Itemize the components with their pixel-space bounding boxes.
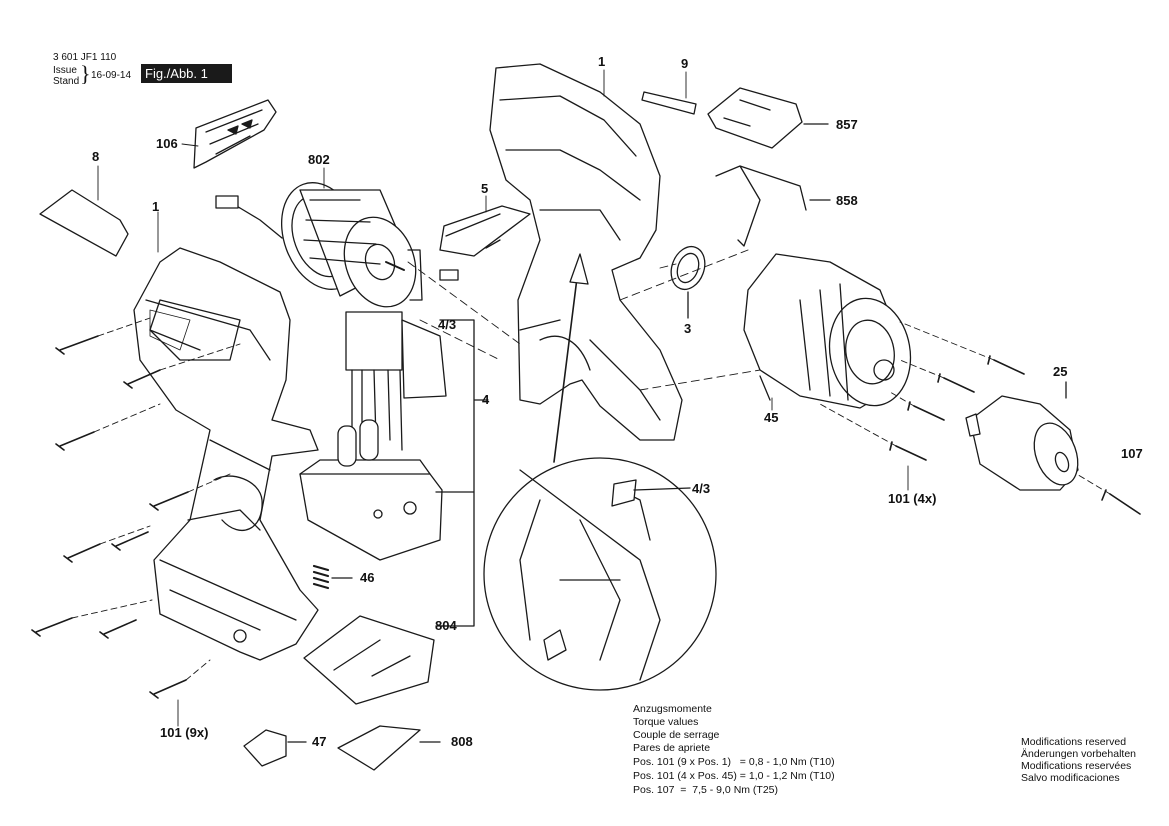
detail-arrow [553,253,589,463]
label-45: 45 [764,410,779,425]
torque-spec-2: Pos. 101 (4 x Pos. 45) = 1,0 - 1,2 Nm (T… [633,770,835,782]
part-5-clip [439,205,531,257]
label-858: 858 [836,193,858,208]
modifications-line-3: Modifications reservées [1021,760,1132,772]
label-5: 5 [481,181,489,196]
part-3-ring [670,245,706,319]
label-101-4x: 101 (4x) [888,491,937,506]
part-45-gearbox [743,253,912,409]
part-47-knob [243,729,307,767]
part-857-slider [707,87,829,149]
screws-right [889,355,1141,515]
screw-dashes-right [819,321,1111,495]
label-808: 808 [451,734,473,749]
torque-line-1: Anzugsmomente [633,703,712,715]
bracket-4 [435,319,489,627]
torque-spec-3: Pos. 107 = 7,5 - 9,0 Nm (T25) [633,784,779,796]
label-857: 857 [836,117,858,132]
detail-circle [483,457,717,691]
label-8: 8 [92,149,100,164]
part-1-housing-right [489,63,683,441]
part-804-board [303,615,449,705]
label-101-9x: 101 (9x) [160,725,209,740]
torque-line-3: Couple de serrage [633,729,720,741]
label-107: 107 [1121,446,1143,461]
part-8-plate [39,189,129,257]
part-9-strip [641,91,697,115]
leader-lines [97,69,909,727]
label-4-3-a: 4/3 [438,317,457,332]
modifications-line-2: Änderungen vorbehalten [1021,748,1137,760]
label-106: 106 [156,136,178,151]
torque-spec-1: Pos. 101 (9 x Pos. 1) = 0,8 - 1,0 Nm (T1… [633,756,835,768]
label-1-top: 1 [598,54,606,69]
label-4-3-b: 4/3 [692,481,711,496]
label-804: 804 [435,618,457,633]
screw-dashes-left [71,317,241,681]
torque-line-4: Pares de apriete [633,742,711,754]
part-25-chuck [965,381,1079,491]
label-1-left: 1 [152,199,160,214]
screws-left [31,335,189,699]
modifications-line-4: Salvo modificaciones [1021,772,1120,784]
part-808-label [337,725,441,771]
modifications-line-1: Modifications reserved [1021,736,1127,748]
part-1-housing-left [133,247,319,661]
label-46: 46 [360,570,375,585]
torque-line-2: Torque values [633,716,699,728]
date: 16-09-14 [91,70,132,81]
assembly-guide-lines [407,249,761,391]
doc-number: 3 601 JF1 110 [53,52,117,63]
label-25: 25 [1053,364,1068,379]
issue-label: Issue [53,65,77,76]
header-brace: } [80,61,91,86]
label-802: 802 [308,152,330,167]
part-46-spring [312,564,353,590]
stand-label: Stand [53,76,80,87]
part-106-grip-insert [193,99,277,169]
part-858-wire [715,165,831,247]
label-3: 3 [684,321,692,336]
label-4: 4 [482,392,490,407]
label-47: 47 [312,734,327,749]
label-9: 9 [681,56,689,71]
part-4-electronics [299,311,447,561]
part-802-motor [215,182,459,308]
figure-tag: Fig./Abb. 1 [141,64,232,83]
